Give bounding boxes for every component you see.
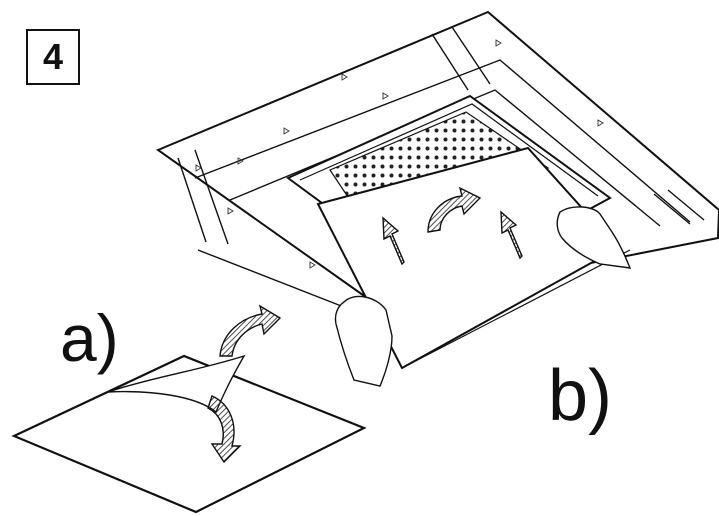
frame-markers — [195, 39, 604, 269]
curved-arrow-icon — [427, 186, 482, 233]
step-number: 4 — [42, 36, 64, 77]
label-a: a) — [60, 301, 119, 375]
panel-sheet-a — [11, 354, 367, 514]
straight-arrow-icon — [382, 210, 523, 266]
hand-icon — [334, 206, 632, 387]
label-b: b) — [548, 356, 613, 436]
curved-arrow-icon — [207, 304, 282, 464]
step-number-box: 4 — [26, 29, 80, 85]
